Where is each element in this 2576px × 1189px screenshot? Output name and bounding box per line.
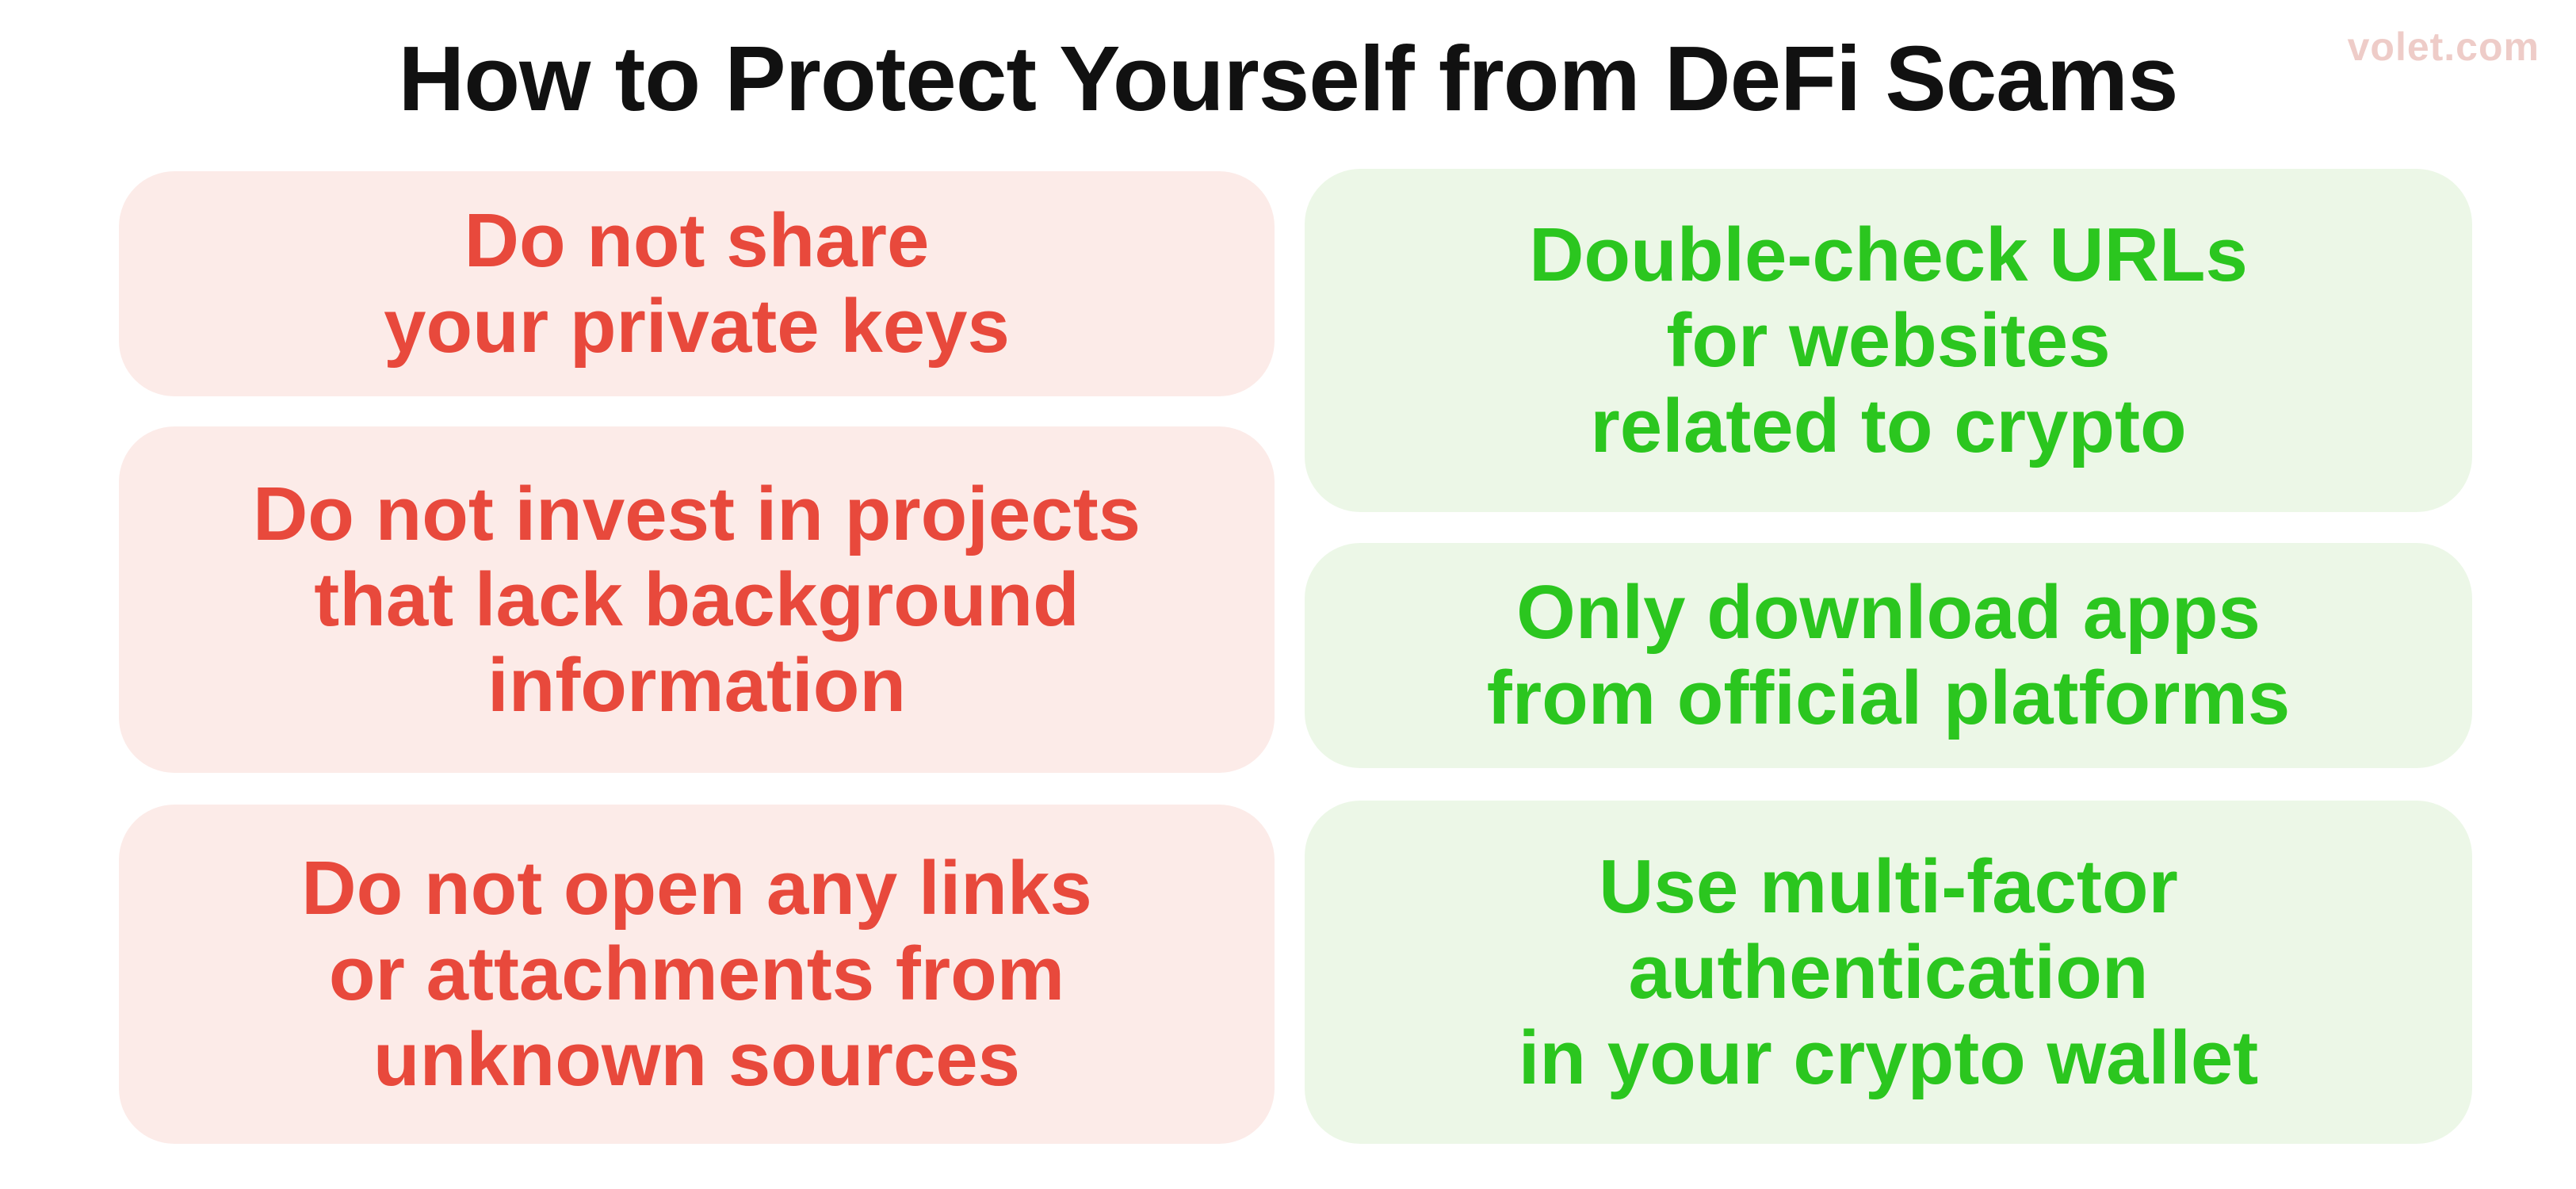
watermark-text: volet.com — [2347, 25, 2540, 69]
dont-card-unknown-links: Do not open any links or attachments fro… — [119, 805, 1275, 1144]
card-text: Do not invest in projects that lack back… — [252, 471, 1141, 728]
do-card-official-platforms: Only download apps from official platfor… — [1305, 543, 2472, 768]
dont-card-private-keys: Do not share your private keys — [119, 171, 1275, 396]
do-card-check-urls: Double-check URLs for websites related t… — [1305, 169, 2472, 512]
page-title: How to Protect Yourself from DeFi Scams — [398, 27, 2179, 130]
card-text: Do not share your private keys — [384, 198, 1010, 369]
card-text: Do not open any links or attachments fro… — [301, 846, 1092, 1102]
card-text: Use multi-factor authentication in your … — [1518, 843, 2259, 1100]
dont-card-background-info: Do not invest in projects that lack back… — [119, 426, 1275, 773]
card-text: Double-check URLs for websites related t… — [1529, 212, 2248, 468]
card-text: Only download apps from official platfor… — [1486, 570, 2291, 740]
do-card-multi-factor-auth: Use multi-factor authentication in your … — [1305, 801, 2472, 1144]
